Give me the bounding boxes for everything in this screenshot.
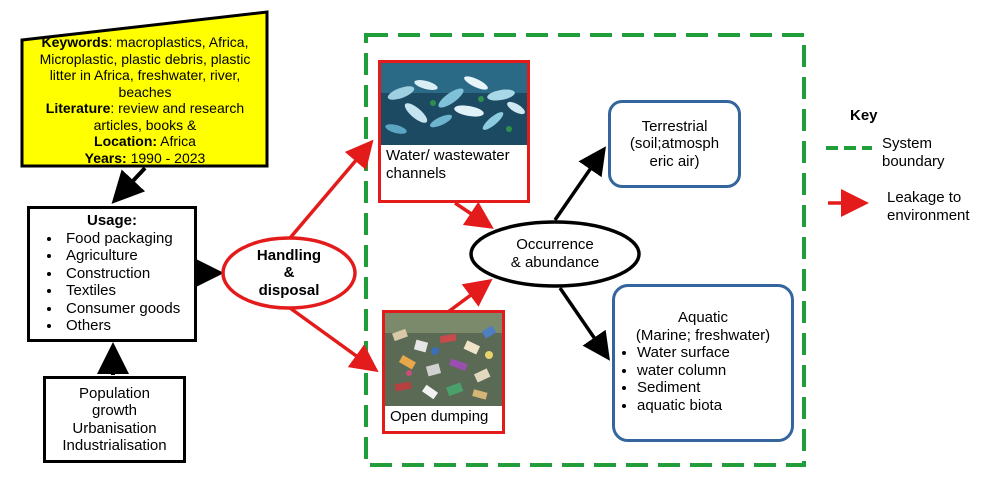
key-title: Key xyxy=(850,107,878,124)
driver-line: growth xyxy=(91,402,138,419)
system-boundary xyxy=(364,33,806,467)
usage-list: Food packaging Agriculture Construction … xyxy=(38,230,186,335)
key-system-boundary-label: System boundary xyxy=(882,135,945,171)
water-channels-label: Water/ wastewater channels xyxy=(381,145,527,184)
handling-line: & xyxy=(283,264,295,282)
aquatic-item: water column xyxy=(637,362,785,380)
occurrence-ellipse xyxy=(469,220,641,288)
arrow-handling-to-dumping xyxy=(288,306,379,373)
location-text: Africa xyxy=(157,133,196,149)
aquatic-item: aquatic biota xyxy=(637,397,785,415)
key-leakage-label: Leakage to environment xyxy=(887,189,970,225)
aquatic-item: Water surface xyxy=(637,344,785,362)
arrow-water-to-occurrence xyxy=(454,201,494,229)
key-boundary-line: boundary xyxy=(882,153,945,170)
key-boundary-line: System xyxy=(882,135,933,152)
driver-line: Urbanisation xyxy=(72,419,157,437)
handling-ellipse xyxy=(221,236,357,310)
terrestrial-line: eric air) xyxy=(649,152,700,170)
terrestrial-line: (soil;atmosph xyxy=(629,135,720,153)
water-channels-box: Water/ wastewater channels xyxy=(378,60,530,203)
occurrence-line: & abundance xyxy=(510,254,600,271)
arrow-occurrence-to-terrestrial xyxy=(553,146,606,221)
water-channels-line: channels xyxy=(386,164,447,182)
aquatic-title: Aquatic xyxy=(677,309,729,326)
usage-item: Others xyxy=(62,317,186,335)
years-label: Years: xyxy=(84,149,127,166)
drivers-box: Population growth Urbanisation Industria… xyxy=(43,376,186,463)
usage-item: Agriculture xyxy=(62,247,186,265)
literature-text: : review and research articles, books & xyxy=(93,100,245,133)
plastic-bottles-water-image xyxy=(381,63,527,145)
aquatic-list: Water surface water column Sediment aqua… xyxy=(621,344,785,414)
keywords-text: : macroplastics, Africa, Microplastic, p… xyxy=(39,34,251,100)
water-channels-line: Water/ wastewater xyxy=(386,147,510,164)
usage-item: Construction xyxy=(62,265,186,283)
terrestrial-line: Terrestrial xyxy=(641,117,708,135)
location-label: Location: xyxy=(94,133,158,149)
keywords-box: Keywords: macroplastics, Africa, Micropl… xyxy=(30,34,260,166)
handling-line: disposal xyxy=(258,281,320,299)
arrow-occurrence-to-aquatic xyxy=(558,287,610,361)
open-dumping-box: Open dumping xyxy=(382,310,505,434)
occurrence-label: Occurrence & abundance xyxy=(470,222,640,286)
dumped-waste-image xyxy=(385,313,502,406)
driver-line: Population xyxy=(79,384,150,402)
aquatic-box: Aquatic (Marine; freshwater) Water surfa… xyxy=(612,284,794,442)
terrestrial-box: Terrestrial (soil;atmosph eric air) xyxy=(608,100,741,188)
aquatic-item: Sediment xyxy=(637,379,785,397)
key-leakage-line: Leakage to xyxy=(887,189,962,206)
keywords-label: Keywords xyxy=(41,34,109,50)
years-text: 1990 - 2023 xyxy=(126,149,206,166)
arrow-handling-to-water xyxy=(288,139,374,240)
handling-label: Handling & disposal xyxy=(222,238,356,308)
usage-item: Food packaging xyxy=(62,230,186,248)
driver-line: Industrialisation xyxy=(62,437,167,454)
usage-item: Textiles xyxy=(62,282,186,300)
occurrence-line: Occurrence xyxy=(516,236,594,253)
arrow-keywords-to-usage xyxy=(111,166,147,204)
handling-line: Handling xyxy=(256,246,322,264)
usage-box: Usage: Food packaging Agriculture Constr… xyxy=(27,206,197,342)
open-dumping-label: Open dumping xyxy=(390,408,489,425)
usage-title: Usage: xyxy=(86,212,138,229)
literature-label: Literature xyxy=(45,100,111,116)
key-leakage-line: environment xyxy=(887,207,970,224)
keywords-shape xyxy=(20,10,269,168)
arrow-dumping-to-occurrence xyxy=(446,278,493,314)
usage-item: Consumer goods xyxy=(62,300,186,318)
aquatic-subtitle: (Marine; freshwater) xyxy=(635,326,771,344)
